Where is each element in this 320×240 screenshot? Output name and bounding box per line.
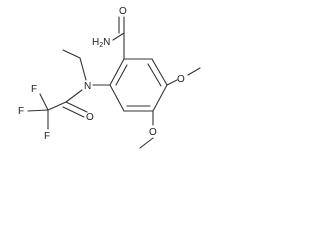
atom-label-fluorine: F <box>31 84 37 95</box>
amine-n: N <box>103 37 110 48</box>
atom-label-oxygen-methoxy: O <box>149 127 157 138</box>
ring-bond <box>109 84 125 112</box>
ring-bond-double <box>147 63 162 87</box>
bond-lines <box>27 16 201 149</box>
atom-label-oxygen-carbonyl: O <box>119 6 127 17</box>
n-acyl-bond <box>65 89 83 103</box>
ethyl-bond <box>79 57 87 81</box>
methoxy-bond <box>139 137 154 149</box>
atom-label-amine: H2N <box>92 37 110 49</box>
methoxy-bond <box>166 79 178 86</box>
amine-subscript: 2 <box>99 42 103 49</box>
atom-label-oxygen-acyl: O <box>86 112 94 123</box>
amide-cn-bond <box>112 32 125 41</box>
ring-bond <box>151 58 168 86</box>
atom-label-fluorine: F <box>44 131 50 142</box>
atom-labels: H2N O N F F F O O O <box>18 6 185 142</box>
atom-label-fluorine: F <box>18 106 24 117</box>
ring-bond-double <box>115 64 128 86</box>
atom-label-oxygen-methoxy: O <box>177 74 185 85</box>
amine-h: H <box>92 37 99 48</box>
structure-drawing: H2N O N F F F O O O <box>18 6 201 149</box>
molecule-structure: H2N O N F F F O O O <box>0 0 225 170</box>
acyl-co-bond-double <box>62 106 85 118</box>
methoxy-bond <box>187 67 201 76</box>
acyl-cf3-bond <box>47 101 67 111</box>
ring-bond <box>109 58 125 86</box>
acyl-co-bond <box>65 101 88 113</box>
ethyl-bond <box>62 49 81 59</box>
cf-bond <box>39 93 49 111</box>
atom-label-amine-text: H2N <box>92 37 110 49</box>
ring-bond <box>152 84 168 112</box>
atom-label-nitrogen: N <box>84 81 91 92</box>
cf-bond <box>27 109 49 112</box>
